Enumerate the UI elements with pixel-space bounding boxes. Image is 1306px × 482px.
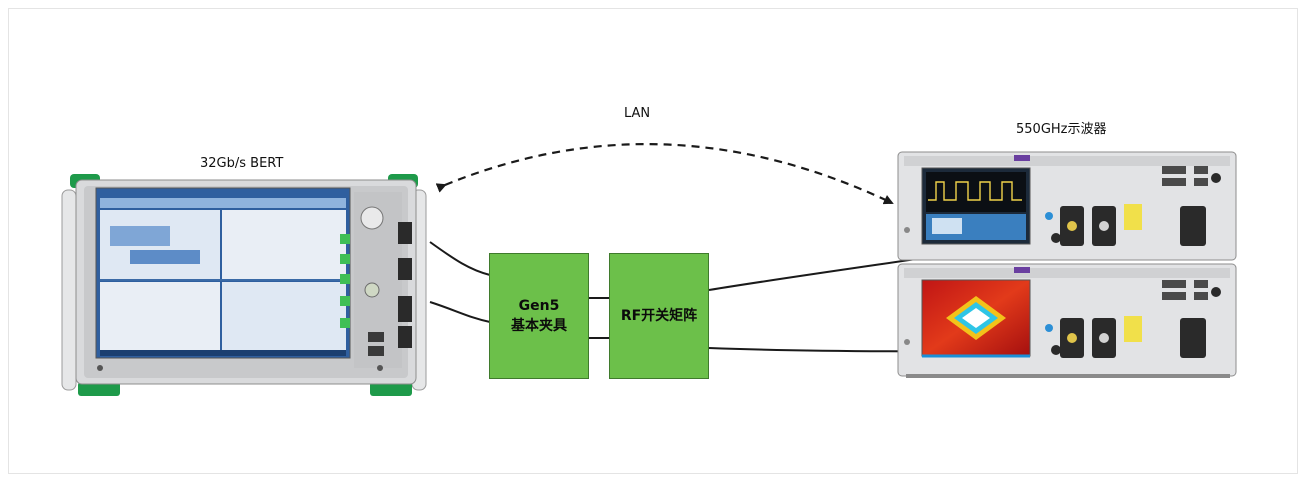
lan-label: LAN (624, 106, 651, 121)
rf-switch-matrix-box: RF开关矩阵 (609, 253, 709, 379)
bert-instrument (61, 174, 427, 396)
fixture-label-line1: Gen5 (518, 298, 560, 314)
gen5-fixture-box: Gen5 基本夹具 (489, 253, 589, 379)
cable-bert-fixture-bottom (429, 301, 491, 323)
scope-bottom (897, 263, 1237, 378)
scope-label: 550GHz示波器 (1016, 122, 1107, 137)
bert-label: 32Gb/s BERT (200, 156, 284, 171)
lan-connection (435, 142, 894, 205)
rf-switch-label: RF开关矩阵 (620, 308, 698, 324)
cable-bert-fixture-top (429, 241, 491, 276)
diagram-frame (8, 8, 1298, 474)
scope-top (897, 151, 1237, 261)
fixture-label-line2: 基本夹具 (511, 318, 567, 334)
